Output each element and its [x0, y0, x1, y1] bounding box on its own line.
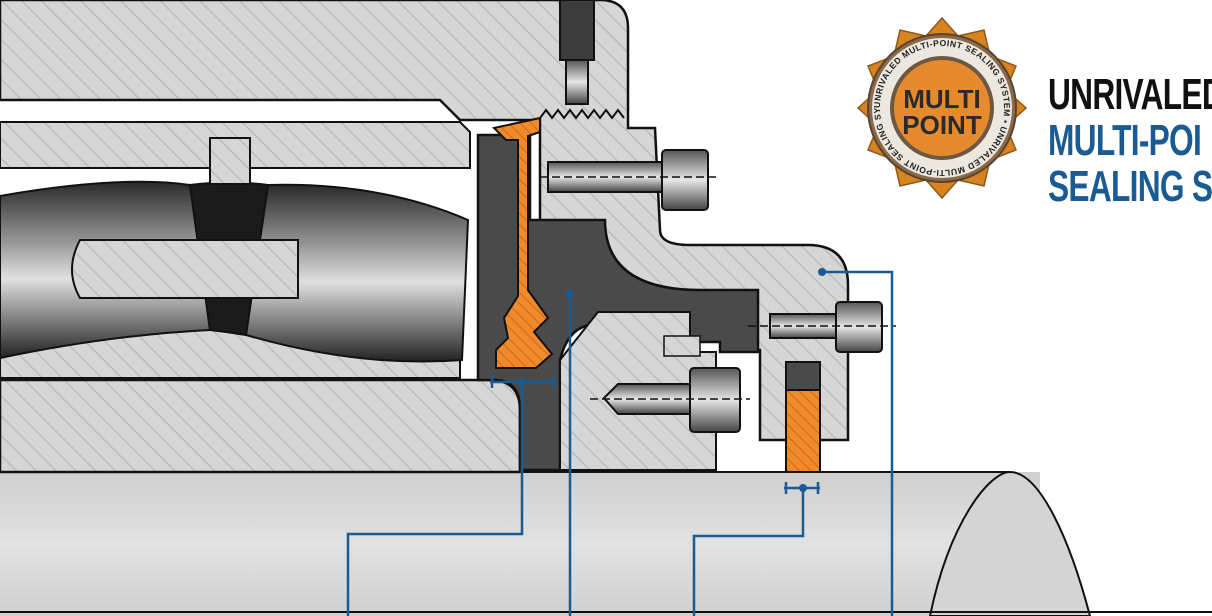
- heading-line-1: UNRIVALED: [1048, 70, 1212, 119]
- heading-line-3: SEALING SY: [1048, 164, 1212, 210]
- heading-line-2: MULTI-POI: [1048, 116, 1202, 165]
- leader-line-housing: [822, 270, 894, 616]
- leader-dots: [518, 268, 826, 492]
- heading: UNRIVALED MULTI-POI SEALING SY: [1048, 72, 1212, 210]
- felt-seal: [785, 361, 821, 473]
- badge-line-2: POINT: [902, 110, 982, 140]
- bolt-icon: [748, 301, 896, 353]
- shaft: [0, 470, 1212, 616]
- grease-nipple-icon: [539, 0, 625, 120]
- heading-line-3-main: SEALING S: [1048, 162, 1212, 211]
- badge-line-1: MULTI: [903, 84, 981, 114]
- bolt-icon: [590, 367, 750, 433]
- bolt-icon: [540, 149, 720, 211]
- seal-icon: [491, 116, 554, 369]
- roller-icon: [0, 137, 470, 363]
